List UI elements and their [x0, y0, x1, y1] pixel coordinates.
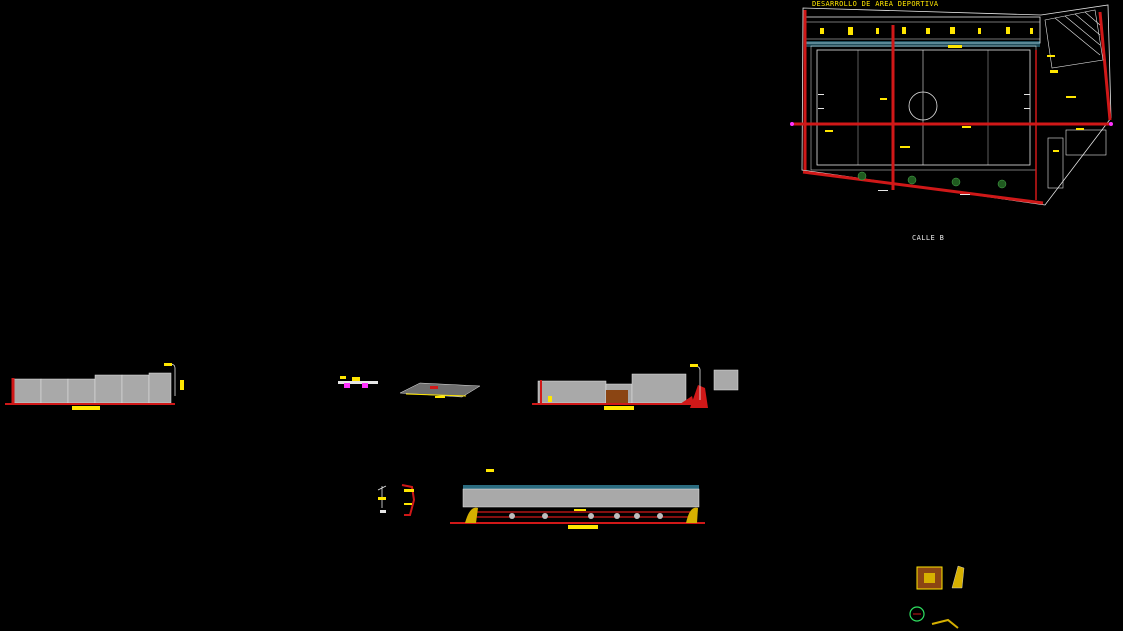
plan-annotations — [825, 45, 1084, 152]
post-mark — [404, 503, 412, 505]
detail-bottom-right[interactable] — [909, 565, 965, 629]
post-mark — [380, 510, 386, 513]
wall-panel — [67, 378, 96, 404]
dim-tag — [180, 380, 184, 390]
dim-tag — [574, 509, 586, 511]
detail-part — [352, 377, 360, 381]
post-mark — [404, 489, 414, 492]
roof-band — [463, 485, 699, 489]
slab-mark — [430, 386, 438, 389]
axis-bottom-wall — [802, 170, 1044, 205]
post-mark — [378, 497, 386, 500]
detail-part — [362, 383, 368, 388]
detail-post-1[interactable] — [377, 485, 387, 513]
trees — [857, 171, 1007, 189]
sports-court — [816, 49, 1031, 166]
axis-marker-left — [790, 122, 794, 126]
facade-band — [806, 41, 1040, 47]
wall-panel — [148, 372, 172, 404]
section-tag — [568, 525, 598, 529]
detail-bracket — [951, 565, 965, 589]
top-tag — [486, 469, 494, 472]
street-label: CALLE B — [912, 234, 945, 242]
plan-title: DESARROLLO DE AREA DEPORTIVA — [812, 0, 939, 8]
end-support — [465, 507, 478, 523]
facade-markers — [820, 27, 1033, 35]
site-plan[interactable] — [790, 4, 1113, 206]
slab-tag — [435, 396, 445, 398]
court-center-circle — [908, 91, 938, 121]
ucs-marker[interactable] — [909, 606, 925, 622]
long-wall — [462, 488, 700, 508]
end-support — [686, 507, 698, 523]
axis-right-wall — [1098, 11, 1112, 121]
lamp-head — [164, 363, 172, 366]
detail-slab[interactable] — [399, 382, 481, 398]
detail-part — [344, 383, 350, 388]
wall-panel — [121, 374, 150, 404]
detail-arm — [931, 618, 959, 629]
stair-element — [690, 385, 708, 408]
wall-segment — [713, 369, 739, 391]
section-left[interactable] — [5, 363, 184, 410]
post-shape — [401, 484, 416, 516]
axis-marker-right — [1109, 122, 1113, 126]
wall-panel — [40, 378, 69, 404]
annex — [1044, 9, 1107, 189]
detail-post-2[interactable] — [401, 484, 416, 516]
dimension-marks — [818, 94, 1030, 195]
wall-segment — [631, 373, 687, 404]
wall-panel — [13, 378, 42, 404]
detail-inner — [924, 573, 935, 583]
dim-tag — [548, 396, 552, 402]
section-long[interactable] — [450, 469, 705, 529]
detail-base — [338, 381, 378, 384]
detail-part — [340, 376, 346, 379]
lamp-head — [690, 364, 698, 367]
stair-element — [680, 396, 694, 404]
wall-panel — [94, 374, 123, 404]
detail-small-left[interactable] — [338, 376, 378, 388]
gate — [606, 390, 628, 403]
slab-line — [405, 393, 467, 397]
section-tag — [604, 406, 634, 410]
spectator-figures — [509, 513, 663, 519]
section-right[interactable] — [532, 364, 739, 410]
section-tag — [72, 406, 100, 410]
